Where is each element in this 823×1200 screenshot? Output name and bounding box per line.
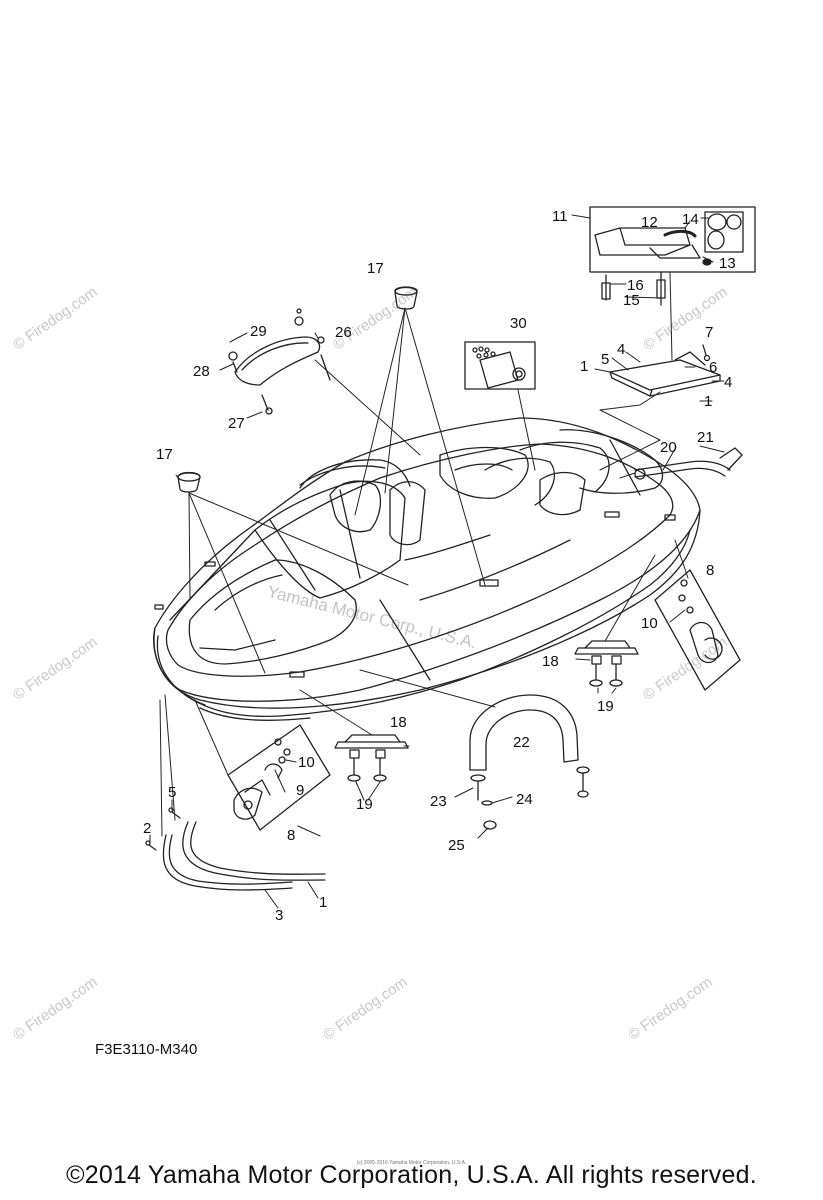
callout-21: 21 xyxy=(697,429,714,446)
callout-14: 14 xyxy=(682,211,699,228)
callout-7: 7 xyxy=(705,324,713,341)
callout-22: 22 xyxy=(513,734,530,751)
callout-1c: 1 xyxy=(319,894,327,911)
callout-8a: 8 xyxy=(706,562,714,579)
callout-19b: 19 xyxy=(356,796,373,813)
callout-25: 25 xyxy=(448,837,465,854)
callout-2: 2 xyxy=(143,820,151,837)
callout-30: 30 xyxy=(510,315,527,332)
callout-13: 13 xyxy=(719,255,736,272)
callout-26: 26 xyxy=(335,324,352,341)
tow-eye-right-illustration xyxy=(654,569,741,691)
tow-eye-left-illustration xyxy=(227,724,331,831)
cleat-center-illustration xyxy=(334,734,409,782)
callout-18a: 18 xyxy=(542,653,559,670)
callout-20: 20 xyxy=(660,439,677,456)
callout-1b: 1 xyxy=(704,393,712,410)
callout-18b: 18 xyxy=(390,714,407,731)
callout-15: 15 xyxy=(623,292,640,309)
panel-assembly-illustration xyxy=(464,341,536,390)
callout-29: 29 xyxy=(250,323,267,340)
callout-labels: 11 12 14 13 16 15 7 4 5 1 6 4 1 30 17 29… xyxy=(143,208,736,924)
callout-4b: 4 xyxy=(724,374,732,391)
callout-19a: 19 xyxy=(597,698,614,715)
cup-holder-illustration xyxy=(177,286,418,493)
diagram-code: F3E3110-M340 xyxy=(95,1041,198,1058)
boat-hull-illustration xyxy=(153,417,701,721)
copyright-notice: ©2014 Yamaha Motor Corporation, U.S.A. A… xyxy=(66,1161,757,1189)
callout-24: 24 xyxy=(516,791,533,808)
callout-11: 11 xyxy=(552,208,568,225)
callout-3: 3 xyxy=(275,907,283,924)
callout-17b: 17 xyxy=(156,446,173,463)
cleat-right-illustration xyxy=(574,640,639,687)
callout-16: 16 xyxy=(627,277,644,294)
grab-handle-illustration xyxy=(228,308,331,415)
small-copyright: (c) 2005-2016 Yamaha Motor Corporation, … xyxy=(356,1160,467,1166)
console-assembly-illustration xyxy=(589,206,756,397)
bow-rail-illustration xyxy=(469,694,590,830)
leader-lines xyxy=(149,214,725,909)
rub-rail-strip-illustration xyxy=(145,807,326,891)
callout-8b: 8 xyxy=(287,827,295,844)
callout-23: 23 xyxy=(430,793,447,810)
callout-4a: 4 xyxy=(617,341,625,358)
callout-1a: 1 xyxy=(580,358,588,375)
callout-28: 28 xyxy=(193,363,210,380)
rail-part-illustration xyxy=(634,447,743,480)
callout-12: 12 xyxy=(641,214,658,231)
callout-5b: 5 xyxy=(168,784,176,801)
callout-17a: 17 xyxy=(367,260,384,277)
callout-5: 5 xyxy=(601,351,609,368)
callout-10b: 10 xyxy=(298,754,315,771)
callout-10a: 10 xyxy=(641,615,658,632)
callout-9: 9 xyxy=(296,782,304,799)
callout-6: 6 xyxy=(709,359,717,376)
callout-27: 27 xyxy=(228,415,245,432)
